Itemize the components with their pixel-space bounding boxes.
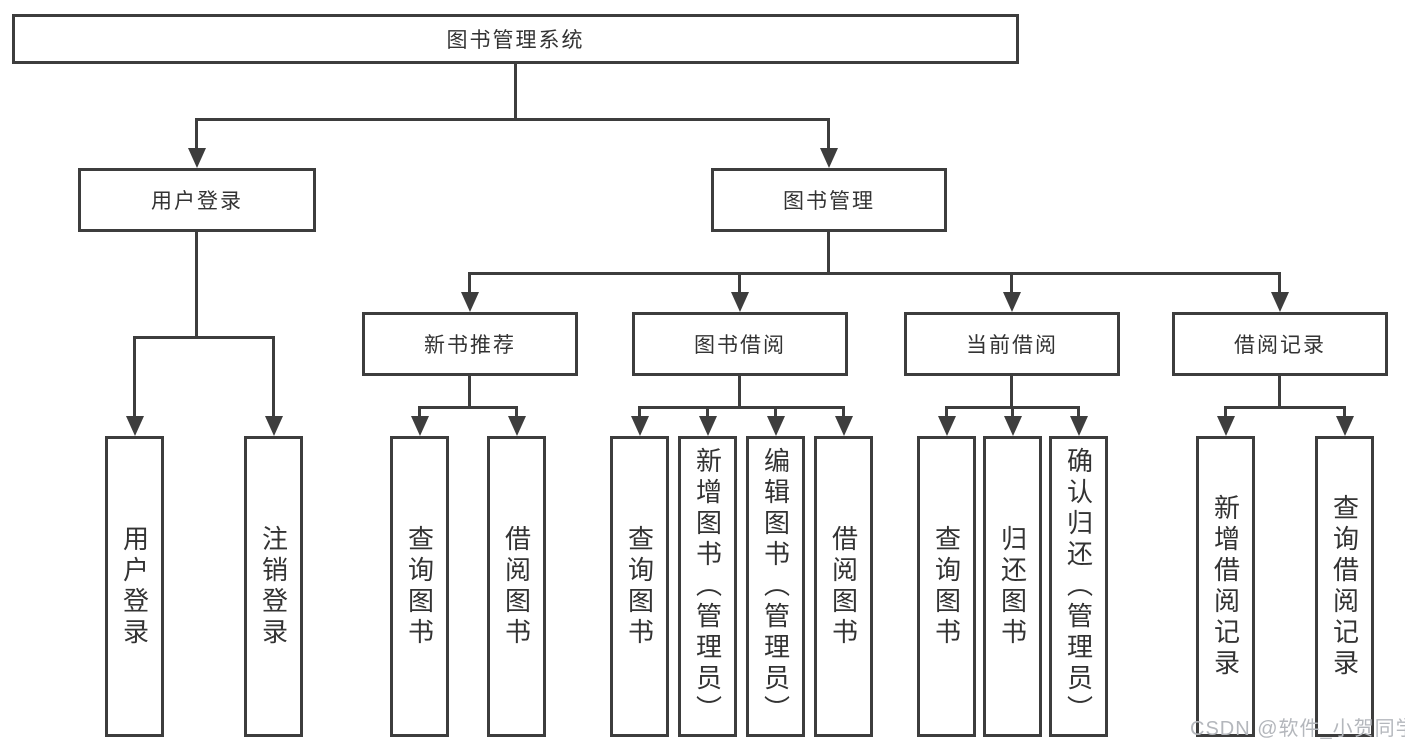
- node-user-login: 用户登录: [78, 168, 316, 232]
- connector-vline: [1077, 406, 1080, 420]
- node-borrow-records-label: 借阅记录: [1234, 334, 1326, 357]
- node-book-borrow: 图书借阅: [632, 312, 848, 376]
- node-user-login-label: 用户登录: [151, 190, 243, 213]
- connector-vline: [133, 336, 136, 420]
- arrow-down-icon: [1336, 416, 1354, 436]
- arrow-down-icon: [938, 416, 956, 436]
- arrow-down-icon: [1271, 292, 1289, 312]
- connector-hline: [418, 406, 518, 409]
- connector-vline: [638, 406, 641, 420]
- connector-vline: [195, 232, 198, 339]
- leaf-add-borrow-record: 新增借阅记录: [1196, 436, 1255, 737]
- connector-vline: [1010, 376, 1013, 409]
- leaf-query-borrow-record-label: 查询借阅记录: [1329, 493, 1360, 680]
- connector-vline: [514, 64, 517, 121]
- arrow-down-icon: [1003, 292, 1021, 312]
- leaf-logout: 注销登录: [244, 436, 303, 737]
- arrow-down-icon: [835, 416, 853, 436]
- arrow-down-icon: [461, 292, 479, 312]
- arrow-down-icon: [1004, 416, 1022, 436]
- node-root: 图书管理系统: [12, 14, 1019, 64]
- leaf-borrow-books-recommend: 借阅图书: [487, 436, 546, 737]
- leaf-query-books-recommend-label: 查询图书: [404, 524, 435, 649]
- leaf-return-books-label: 归还图书: [997, 524, 1028, 649]
- leaf-borrow-books: 借阅图书: [814, 436, 873, 737]
- connector-vline: [468, 272, 471, 296]
- connector-vline: [774, 406, 777, 420]
- connector-hline: [133, 336, 275, 339]
- leaf-edit-books-admin: 编辑图书（管理员）: [746, 436, 805, 737]
- connector-vline: [515, 406, 518, 420]
- csdn-watermark: CSDN @软件_小贺同学: [1190, 718, 1405, 740]
- leaf-query-borrow-record: 查询借阅记录: [1315, 436, 1374, 737]
- arrow-down-icon: [411, 416, 429, 436]
- connector-vline: [468, 376, 471, 409]
- arrow-down-icon: [699, 416, 717, 436]
- connector-vline: [195, 118, 198, 152]
- connector-vline: [272, 336, 275, 420]
- leaf-query-books-current-label: 查询图书: [931, 524, 962, 649]
- leaf-add-books-admin-label: 新增图书（管理员）: [692, 447, 723, 726]
- leaf-add-books-admin: 新增图书（管理员）: [678, 436, 737, 737]
- arrow-down-icon: [767, 416, 785, 436]
- arrow-down-icon: [631, 416, 649, 436]
- arrow-down-icon: [508, 416, 526, 436]
- connector-vline: [1278, 272, 1281, 296]
- node-book-management-label: 图书管理: [783, 190, 875, 213]
- connector-vline: [827, 232, 830, 275]
- leaf-add-borrow-record-label: 新增借阅记录: [1210, 493, 1241, 680]
- node-book-management: 图书管理: [711, 168, 947, 232]
- connector-vline: [418, 406, 421, 420]
- arrow-down-icon: [188, 148, 206, 168]
- arrow-down-icon: [1217, 416, 1235, 436]
- connector-vline: [706, 406, 709, 420]
- leaf-borrow-books-recommend-label: 借阅图书: [501, 524, 532, 649]
- leaf-user-login-label: 用户登录: [119, 524, 150, 649]
- connector-vline: [1278, 376, 1281, 409]
- node-current-borrow: 当前借阅: [904, 312, 1120, 376]
- connector-vline: [1010, 272, 1013, 296]
- leaf-query-books-borrow: 查询图书: [610, 436, 669, 737]
- connector-vline: [738, 376, 741, 409]
- connector-hline: [1224, 406, 1346, 409]
- arrow-down-icon: [126, 416, 144, 436]
- node-current-borrow-label: 当前借阅: [966, 334, 1058, 357]
- connector-hline: [195, 118, 830, 121]
- connector-vline: [842, 406, 845, 420]
- connector-vline: [1224, 406, 1227, 420]
- leaf-confirm-return-admin-label: 确认归还（管理员）: [1063, 447, 1094, 726]
- leaf-query-books-current: 查询图书: [917, 436, 976, 737]
- leaf-confirm-return-admin: 确认归还（管理员）: [1049, 436, 1108, 737]
- leaf-query-books-recommend: 查询图书: [390, 436, 449, 737]
- connector-vline: [1343, 406, 1346, 420]
- leaf-return-books: 归还图书: [983, 436, 1042, 737]
- connector-vline: [945, 406, 948, 420]
- leaf-borrow-books-label: 借阅图书: [828, 524, 859, 649]
- node-borrow-records: 借阅记录: [1172, 312, 1388, 376]
- leaf-logout-label: 注销登录: [258, 524, 289, 649]
- node-new-book-recommend-label: 新书推荐: [424, 334, 516, 357]
- connector-vline: [827, 118, 830, 152]
- arrow-down-icon: [820, 148, 838, 168]
- connector-hline: [638, 406, 845, 409]
- connector-vline: [1011, 406, 1014, 420]
- node-new-book-recommend: 新书推荐: [362, 312, 578, 376]
- node-book-borrow-label: 图书借阅: [694, 334, 786, 357]
- leaf-user-login: 用户登录: [105, 436, 164, 737]
- leaf-edit-books-admin-label: 编辑图书（管理员）: [760, 447, 791, 726]
- arrow-down-icon: [731, 292, 749, 312]
- connector-vline: [738, 272, 741, 296]
- connector-hline: [468, 272, 1281, 275]
- leaf-query-books-borrow-label: 查询图书: [624, 524, 655, 649]
- node-root-label: 图书管理系统: [446, 29, 585, 52]
- arrow-down-icon: [1070, 416, 1088, 436]
- arrow-down-icon: [265, 416, 283, 436]
